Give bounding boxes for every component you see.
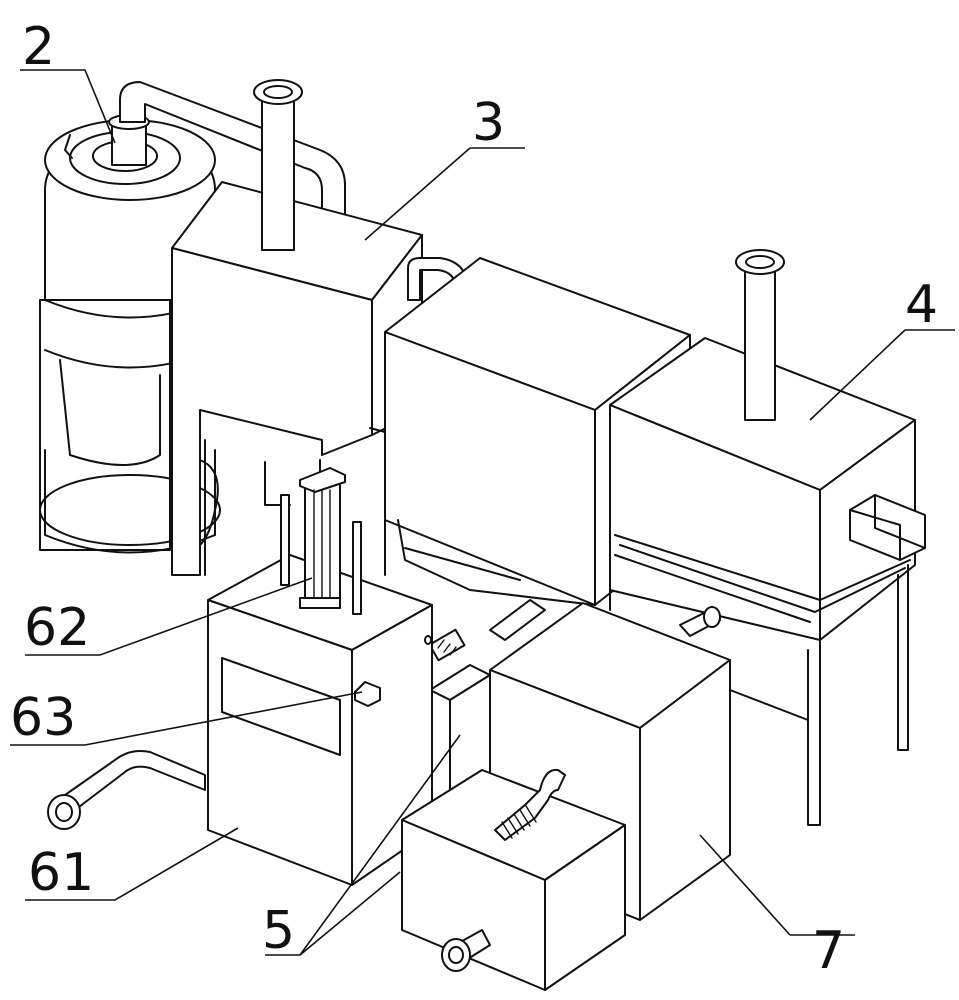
sensor-63 xyxy=(354,681,381,707)
label-61: 61 xyxy=(28,843,94,903)
motor-icon xyxy=(428,628,466,662)
under-pipes xyxy=(489,599,721,641)
label-62: 62 xyxy=(24,598,90,658)
leader-61 xyxy=(25,827,239,901)
leader-5b xyxy=(299,871,401,956)
label-7: 7 xyxy=(812,921,845,981)
small-tank xyxy=(401,768,626,991)
leader-4 xyxy=(809,329,955,421)
dryer-4 xyxy=(609,249,926,826)
leader-63 xyxy=(10,691,363,746)
leader-3 xyxy=(364,147,525,241)
label-3: 3 xyxy=(472,93,505,153)
leader-2 xyxy=(20,69,116,144)
label-5: 5 xyxy=(262,901,295,961)
cylinder-62 xyxy=(299,467,346,609)
leader-7 xyxy=(699,834,855,936)
label-4: 4 xyxy=(905,275,938,335)
label-2: 2 xyxy=(22,17,55,77)
outlet-pipe xyxy=(441,929,491,972)
coil-pipe-icon xyxy=(494,768,566,841)
label-63: 63 xyxy=(10,688,76,748)
inlet-pipe-61 xyxy=(47,750,206,830)
part-labels: 2 3 4 62 63 61 5 7 xyxy=(10,17,938,981)
leader-lines xyxy=(10,69,955,956)
leader-62 xyxy=(25,577,313,656)
